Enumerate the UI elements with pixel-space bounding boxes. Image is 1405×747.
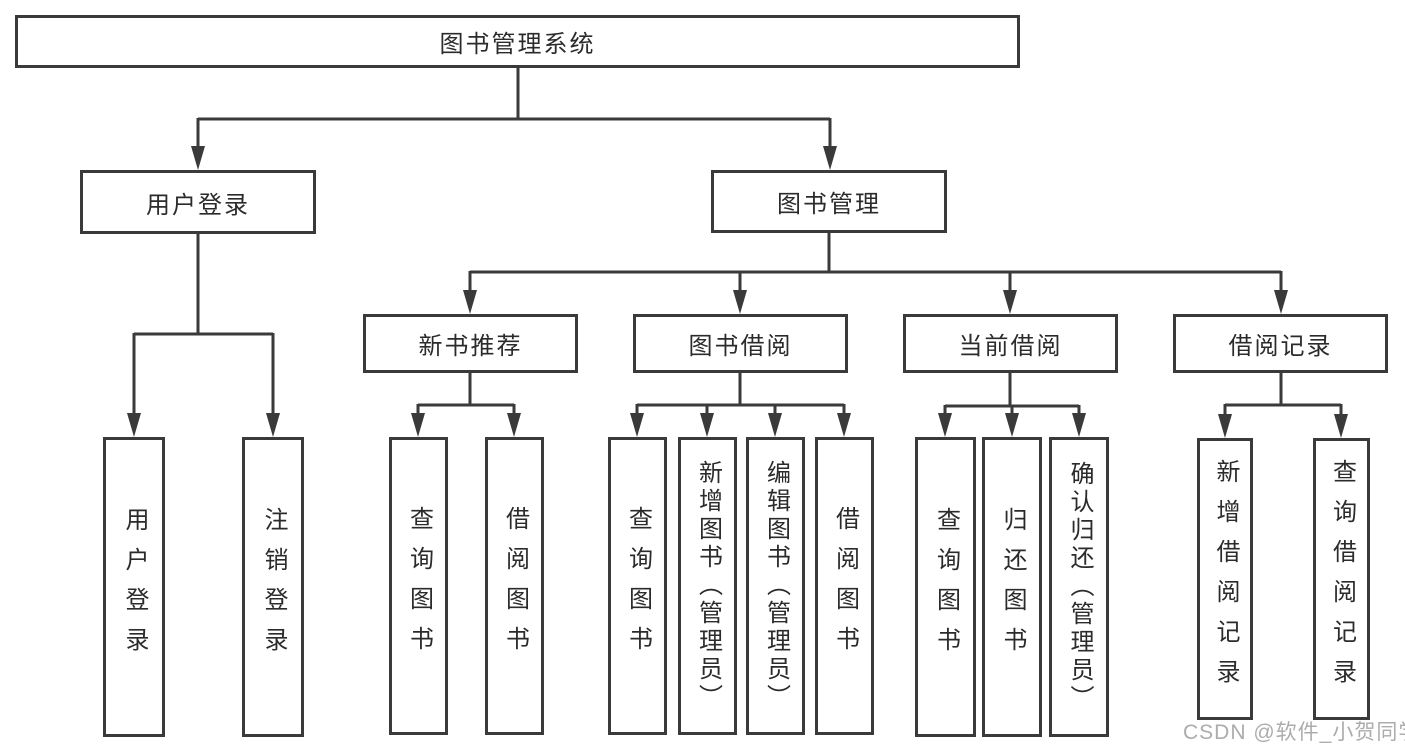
node-book-borrow: 图书借阅 bbox=[633, 314, 848, 373]
leaf-borrow-books-recommend: 借阅图书 bbox=[485, 437, 544, 735]
leaf-user-login: 用户登录 bbox=[103, 437, 165, 737]
node-user-login: 用户登录 bbox=[80, 170, 316, 234]
leaf-logout: 注销登录 bbox=[242, 437, 304, 737]
leaf-edit-books-admin: 编辑图书（管理员） bbox=[746, 437, 805, 735]
connector-book-borrow bbox=[630, 373, 851, 437]
leaf-return-books: 归还图书 bbox=[982, 437, 1042, 737]
connector-new-book bbox=[411, 373, 521, 437]
node-new-book-recommend: 新书推荐 bbox=[363, 314, 578, 373]
leaf-borrow-books: 借阅图书 bbox=[815, 437, 874, 735]
node-borrow-records: 借阅记录 bbox=[1173, 314, 1388, 373]
leaf-add-books-admin: 新增图书（管理员） bbox=[678, 437, 737, 735]
connector-root bbox=[191, 68, 837, 170]
connector-current-borrow bbox=[938, 373, 1086, 437]
leaf-query-borrow-record: 查询借阅记录 bbox=[1313, 438, 1370, 720]
node-current-borrow: 当前借阅 bbox=[903, 314, 1118, 373]
leaf-query-books-borrow: 查询图书 bbox=[608, 437, 667, 735]
leaf-query-books-current: 查询图书 bbox=[915, 437, 976, 737]
connector-user-login bbox=[127, 234, 280, 437]
leaf-query-books-recommend: 查询图书 bbox=[389, 437, 448, 735]
watermark: CSDN @软件_小贺同学 bbox=[1183, 721, 1405, 744]
node-book-management: 图书管理 bbox=[711, 170, 947, 233]
connector-borrow-records bbox=[1218, 373, 1348, 438]
leaf-confirm-return-admin: 确认归还（管理员） bbox=[1049, 437, 1109, 737]
leaf-add-borrow-record: 新增借阅记录 bbox=[1197, 438, 1253, 720]
node-root-system: 图书管理系统 bbox=[15, 15, 1020, 68]
connector-book-management bbox=[463, 233, 1288, 314]
